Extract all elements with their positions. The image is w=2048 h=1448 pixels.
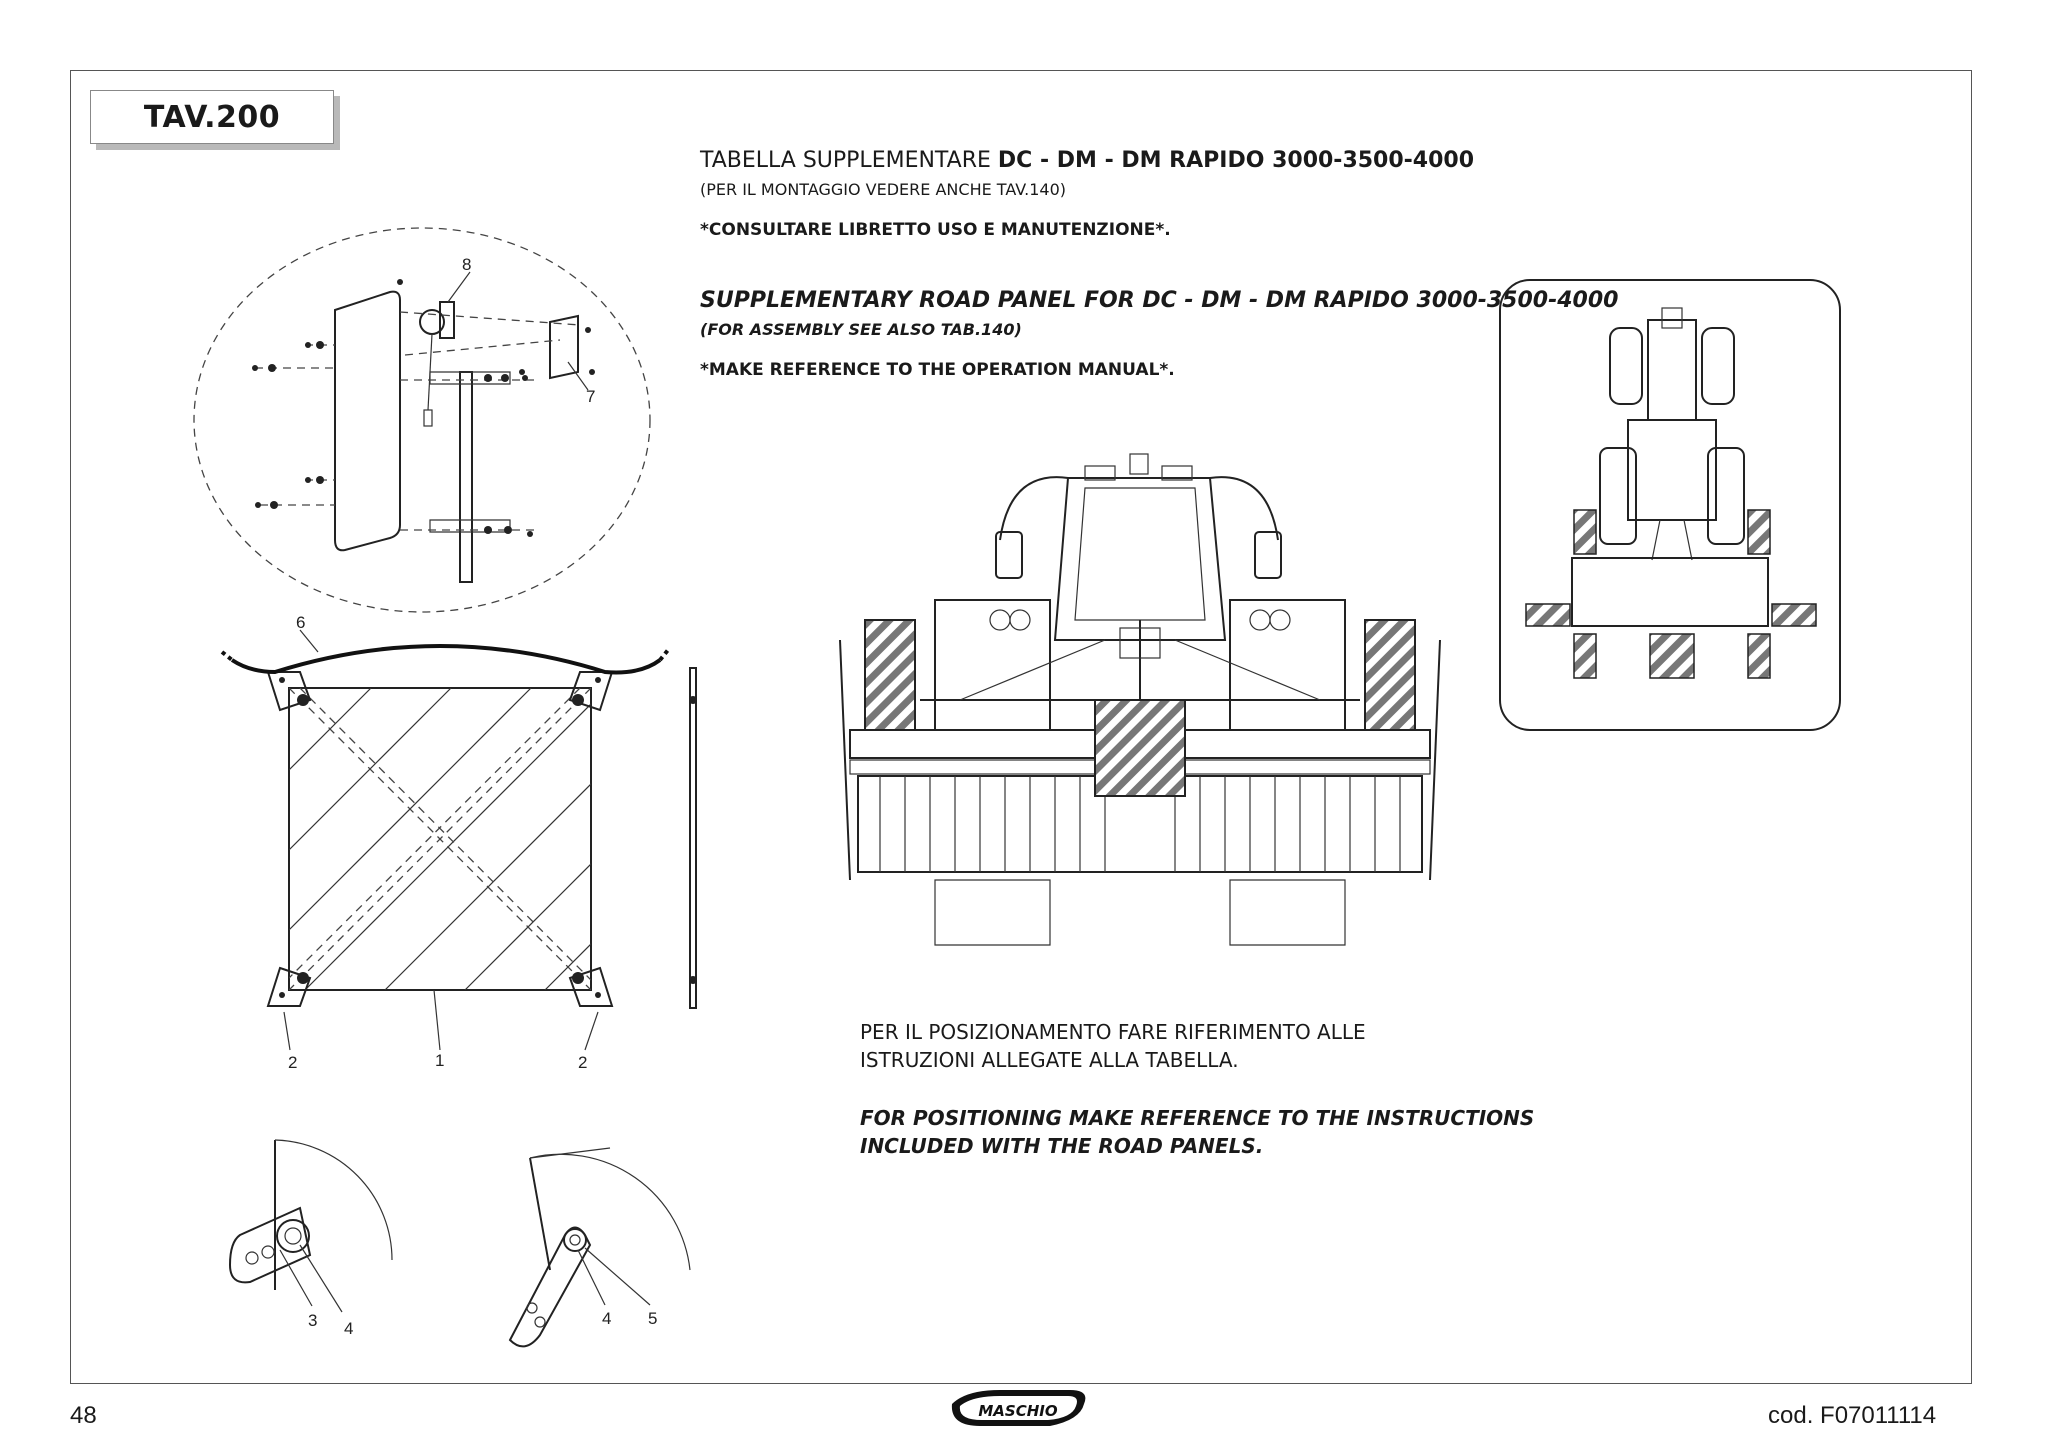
road-panel-right <box>1364 619 1416 731</box>
it-instructions-line1: PER IL POSIZIONAMENTO FARE RIFERIMENTO A… <box>860 1020 1366 1044</box>
brand-logo: MASCHIO <box>951 1390 1086 1426</box>
en-instructions-line1: FOR POSITIONING MAKE REFERENCE TO THE IN… <box>860 1106 1535 1130</box>
top-view-inset <box>1499 279 1841 731</box>
callout-8: 8 <box>462 255 471 274</box>
harrow-top <box>1571 557 1769 627</box>
it-title-models: DC - DM - DM RAPIDO 3000-3500-4000 <box>997 148 1475 173</box>
it-title-prefix: TABELLA SUPPLEMENTARE <box>700 148 998 173</box>
road-panel-left <box>864 619 916 731</box>
diagonal-stripes <box>289 688 591 990</box>
road-panel <box>288 687 592 991</box>
detail-bolt-left: 3 4 <box>228 1139 393 1338</box>
callout-3: 3 <box>308 1311 317 1330</box>
exploded-view: 8 7 <box>193 227 651 613</box>
it-title: TABELLA SUPPLEMENTARE DC - DM - DM RAPID… <box>700 148 1474 173</box>
road-panel-front: 6 2 1 2 <box>220 613 697 1072</box>
brand-name: MASCHIO <box>978 1402 1057 1420</box>
page-frame <box>70 70 1972 1384</box>
en-assembly-note: (FOR ASSEMBLY SEE ALSO TAB.140) <box>700 320 1022 339</box>
it-consult-note: *CONSULTARE LIBRETTO USO E MANUTENZIONE*… <box>700 220 1171 240</box>
callout-1: 1 <box>435 1051 444 1070</box>
tractor-rear-view <box>839 453 1441 946</box>
callout-4-right: 4 <box>602 1309 611 1328</box>
en-title: SUPPLEMENTARY ROAD PANEL FOR DC - DM - D… <box>700 288 1619 313</box>
callout-4-left: 4 <box>344 1319 353 1338</box>
page-number: 48 <box>70 1402 97 1429</box>
road-panel-center <box>1094 699 1186 797</box>
callout-5: 5 <box>648 1309 657 1328</box>
en-reference-note: *MAKE REFERENCE TO THE OPERATION MANUAL*… <box>700 360 1175 380</box>
detail-bolt-right: 4 5 <box>508 1147 691 1348</box>
callout-7: 7 <box>586 387 595 406</box>
callout-6: 6 <box>296 613 305 632</box>
table-tag: TAV.200 <box>90 90 334 144</box>
en-instructions-line2: INCLUDED WITH THE ROAD PANELS. <box>860 1134 1264 1158</box>
it-assembly-note: (PER IL MONTAGGIO VEDERE ANCHE TAV.140) <box>700 180 1066 199</box>
it-instructions-line2: ISTRUZIONI ALLEGATE ALLA TABELLA. <box>860 1048 1239 1072</box>
callout-2-left: 2 <box>288 1053 297 1072</box>
document-code: cod. F07011114 <box>1768 1402 1937 1429</box>
callout-2-right: 2 <box>578 1053 587 1072</box>
